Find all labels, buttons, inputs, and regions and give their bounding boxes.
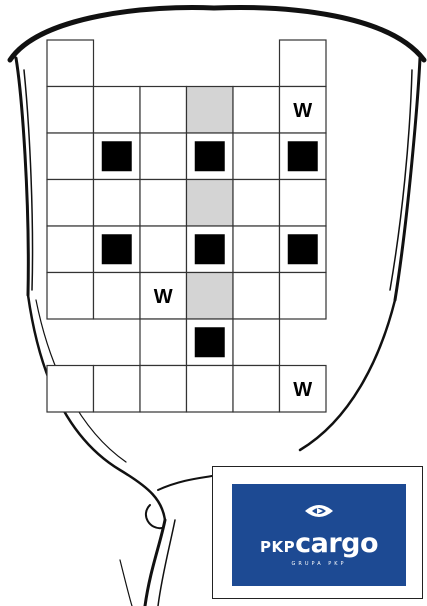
grid-cell-r2-c4[interactable]: [233, 133, 280, 180]
grid-cell-r3-c4[interactable]: [233, 180, 280, 227]
black-square-r2-c3: [195, 141, 225, 171]
grid-cell-r2-c0[interactable]: [47, 133, 94, 180]
sponsor-logo-frame: PKPcargo GRUPA PKP: [212, 466, 423, 599]
grid-cell-r1-c4[interactable]: [233, 87, 280, 134]
grid-cell-r5-c1[interactable]: [94, 273, 141, 320]
grid-cell-r7-c2[interactable]: [140, 366, 187, 413]
logo-prefix: PKP: [260, 538, 295, 556]
crossword-grid: W W W: [47, 40, 326, 412]
black-square-r2-c1: [102, 141, 132, 171]
black-square-r4-c3: [195, 234, 225, 264]
grid-cell-r7-c3[interactable]: [187, 366, 234, 413]
grid-cell-r0-c0[interactable]: [47, 40, 94, 87]
grid-cell-r1-c3[interactable]: [187, 87, 234, 134]
cell-letter-r1-c5: W: [293, 100, 312, 122]
pkp-cargo-logo: PKPcargo GRUPA PKP: [232, 484, 406, 586]
grid-cell-r3-c0[interactable]: [47, 180, 94, 227]
grid-cell-r0-c5[interactable]: [280, 40, 327, 87]
logo-brand-name: cargo: [295, 528, 378, 559]
grid-cell-r3-c5[interactable]: [280, 180, 327, 227]
grid-cell-r1-c2[interactable]: [140, 87, 187, 134]
grid-cell-r5-c3[interactable]: [187, 273, 234, 320]
grid-cell-r6-c4[interactable]: [233, 319, 280, 366]
black-square-r4-c1: [102, 234, 132, 264]
grid-cell-r1-c0[interactable]: [47, 87, 94, 134]
black-square-r4-c5: [288, 234, 318, 264]
grid-cell-r6-c2[interactable]: [140, 319, 187, 366]
cell-letter-r5-c2: W: [154, 286, 173, 308]
grid-cell-r5-c4[interactable]: [233, 273, 280, 320]
grid-cell-r4-c2[interactable]: [140, 226, 187, 273]
logo-wordmark: PKPcargo: [232, 528, 406, 559]
black-square-r6-c3: [195, 327, 225, 357]
grid-cell-r1-c1[interactable]: [94, 87, 141, 134]
grid-cell-r3-c1[interactable]: [94, 180, 141, 227]
grid-cell-r2-c2[interactable]: [140, 133, 187, 180]
logo-tagline: GRUPA PKP: [232, 561, 406, 567]
grid-cell-r7-c0[interactable]: [47, 366, 94, 413]
grid-cell-r5-c0[interactable]: [47, 273, 94, 320]
grid-cell-r4-c0[interactable]: [47, 226, 94, 273]
cell-letter-r7-c5: W: [293, 379, 312, 401]
grid-cell-r4-c4[interactable]: [233, 226, 280, 273]
grid-cell-r7-c4[interactable]: [233, 366, 280, 413]
grid-cell-r3-c2[interactable]: [140, 180, 187, 227]
black-square-r2-c5: [288, 141, 318, 171]
grid-cell-r3-c3[interactable]: [187, 180, 234, 227]
grid-cell-r7-c1[interactable]: [94, 366, 141, 413]
grid-cell-r5-c5[interactable]: [280, 273, 327, 320]
pkp-symbol-icon: [303, 501, 335, 521]
